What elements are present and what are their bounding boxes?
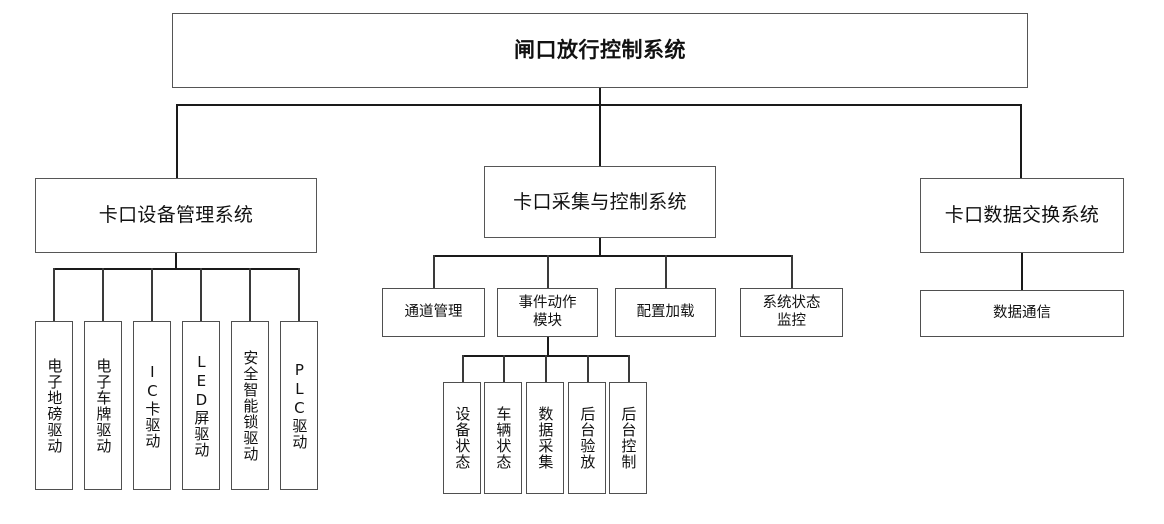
leaf-node-plc-driver-label: PLC驱动 (290, 361, 309, 450)
node-event-action-module-line2: 模块 (533, 312, 562, 329)
branch-node-data-exchange[interactable]: 卡口数据交换系统 (920, 178, 1124, 253)
connector-to-smart-lock-driver (249, 268, 251, 322)
node-event-action-module-line1: 事件动作 (518, 295, 577, 312)
connector-root-to-acquisition-control (599, 104, 601, 167)
connector-to-eplate-driver (102, 268, 104, 322)
leaf-node-ic-card-driver-label: IC卡驱动 (143, 362, 162, 449)
node-system-status-monitor-line2: 监控 (777, 312, 806, 329)
connector-to-device-status (462, 355, 464, 383)
leaf-node-eplate-driver-label: 电子车牌驱动 (94, 357, 113, 454)
branch-node-device-management-label: 卡口设备管理系统 (98, 204, 254, 227)
connector-root-to-device-management (176, 104, 178, 179)
node-channel-management-label: 通道管理 (404, 303, 463, 320)
leaf-node-data-communication-label: 数据通信 (993, 304, 1051, 321)
node-system-status-monitor-line1: 系统状态 (762, 295, 821, 312)
leaf-node-backend-control-label: 后台控制 (619, 406, 638, 470)
leaf-node-led-screen-driver-label: LED屏驱动 (192, 353, 211, 458)
branch-node-device-management[interactable]: 卡口设备管理系统 (35, 178, 317, 253)
leaf-node-data-collection[interactable]: 数据采集 (526, 382, 564, 494)
leaf-node-smart-lock-driver[interactable]: 安全智能锁驱动 (231, 321, 269, 490)
connector-device-management-bus (53, 268, 298, 270)
leaf-node-backend-control[interactable]: 后台控制 (609, 382, 647, 494)
connector-to-led-screen-driver (200, 268, 202, 322)
connector-to-backend-release (587, 355, 589, 383)
leaf-node-backend-release[interactable]: 后台验放 (568, 382, 606, 494)
connector-to-weighbridge-driver (53, 268, 55, 322)
leaf-node-device-status-label: 设备状态 (453, 406, 472, 470)
leaf-node-weighbridge-driver-label: 电子地磅驱动 (45, 357, 64, 454)
connector-to-vehicle-status (503, 355, 505, 383)
connector-to-ic-card-driver (151, 268, 153, 322)
node-event-action-module[interactable]: 事件动作 模块 (497, 288, 598, 337)
root-node-gate-release-control-system[interactable]: 闸口放行控制系统 (172, 13, 1028, 88)
leaf-node-data-communication[interactable]: 数据通信 (920, 290, 1124, 337)
leaf-node-device-status[interactable]: 设备状态 (443, 382, 481, 494)
connector-to-backend-control (628, 355, 630, 383)
leaf-node-weighbridge-driver[interactable]: 电子地磅驱动 (35, 321, 73, 490)
connector-to-plc-driver (298, 268, 300, 322)
branch-node-acquisition-control-label: 卡口采集与控制系统 (513, 190, 687, 213)
leaf-node-eplate-driver[interactable]: 电子车牌驱动 (84, 321, 122, 490)
branch-node-data-exchange-label: 卡口数据交换系统 (944, 204, 1100, 227)
leaf-node-led-screen-driver[interactable]: LED屏驱动 (182, 321, 220, 490)
connector-acquisition-control-bus (433, 255, 792, 257)
leaf-node-plc-driver[interactable]: PLC驱动 (280, 321, 318, 490)
leaf-node-ic-card-driver[interactable]: IC卡驱动 (133, 321, 171, 490)
leaf-node-vehicle-status[interactable]: 车辆状态 (484, 382, 522, 494)
connector-data-exchange-to-data-communication (1021, 253, 1023, 291)
connector-root-to-data-exchange (1020, 104, 1022, 179)
node-system-status-monitor[interactable]: 系统状态 监控 (740, 288, 843, 337)
leaf-node-backend-release-label: 后台验放 (578, 406, 597, 470)
leaf-node-data-collection-label: 数据采集 (536, 406, 555, 470)
leaf-node-vehicle-status-label: 车辆状态 (494, 406, 513, 470)
node-event-action-module-label: 事件动作 模块 (519, 295, 577, 329)
connector-event-action-module-stem (547, 337, 549, 356)
branch-node-acquisition-control[interactable]: 卡口采集与控制系统 (484, 166, 716, 238)
connector-to-config-loading (665, 255, 667, 289)
leaf-node-smart-lock-driver-label: 安全智能锁驱动 (241, 349, 260, 462)
connector-to-system-status-monitor (791, 255, 793, 289)
node-config-loading-label: 配置加载 (636, 303, 695, 320)
connector-device-management-stem (175, 253, 177, 269)
connector-to-event-action-module (547, 255, 549, 289)
connector-root-stem (599, 88, 601, 105)
node-system-status-monitor-label: 系统状态 监控 (763, 295, 821, 329)
connector-acquisition-control-stem (599, 238, 601, 256)
node-channel-management[interactable]: 通道管理 (382, 288, 485, 337)
connector-to-channel-management (433, 255, 435, 289)
node-config-loading[interactable]: 配置加载 (615, 288, 716, 337)
connector-to-data-collection (545, 355, 547, 383)
root-node-label: 闸口放行控制系统 (514, 38, 686, 63)
